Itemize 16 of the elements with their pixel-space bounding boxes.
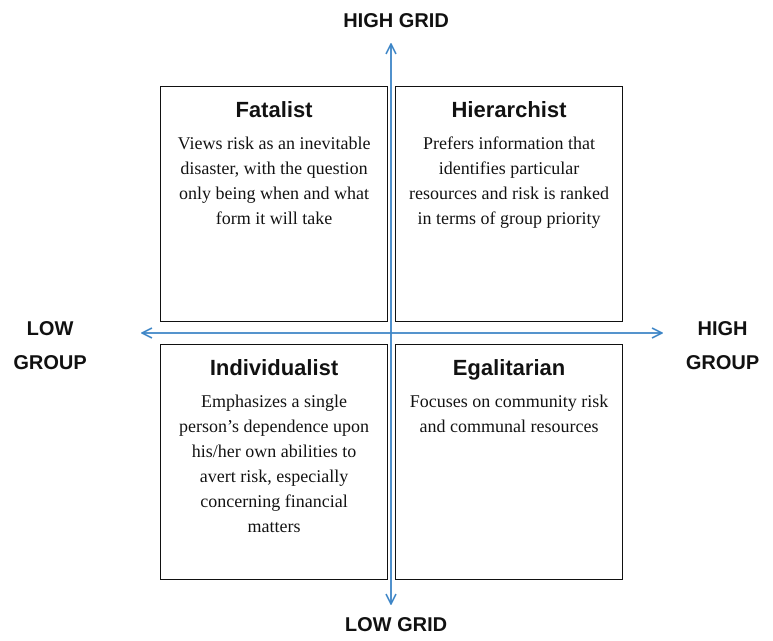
quadrant-title: Egalitarian — [452, 355, 566, 381]
axis-label: LOW GROUP — [12, 317, 88, 376]
quadrant-title: Individualist — [208, 355, 340, 381]
quadrant-description: Emphasizes a single person’s dependence upon his/her own abilities to avert risk, especially concerning financial matters — [178, 390, 370, 538]
axis-label: HIGH GRID — [342, 9, 450, 34]
quadrant-box — [160, 344, 388, 580]
quadrant-title: Fatalist — [234, 97, 314, 123]
axis-label: LOW GRID — [344, 613, 448, 638]
quadrant-description: Views risk as an inevitable disaster, with the question only being when and what form it will take — [176, 132, 372, 230]
quadrant-box — [395, 344, 623, 580]
quadrant-box — [395, 86, 623, 322]
quadrant-description: Focuses on community risk and communal resources — [408, 390, 610, 438]
axis-label: HIGH GROUP — [684, 317, 760, 376]
quadrant-description: Prefers information that identifies particular resources and risk is ranked in terms of group priority — [408, 132, 610, 230]
quadrant-title: Hierarchist — [450, 97, 568, 123]
quadrant-box — [160, 86, 388, 322]
